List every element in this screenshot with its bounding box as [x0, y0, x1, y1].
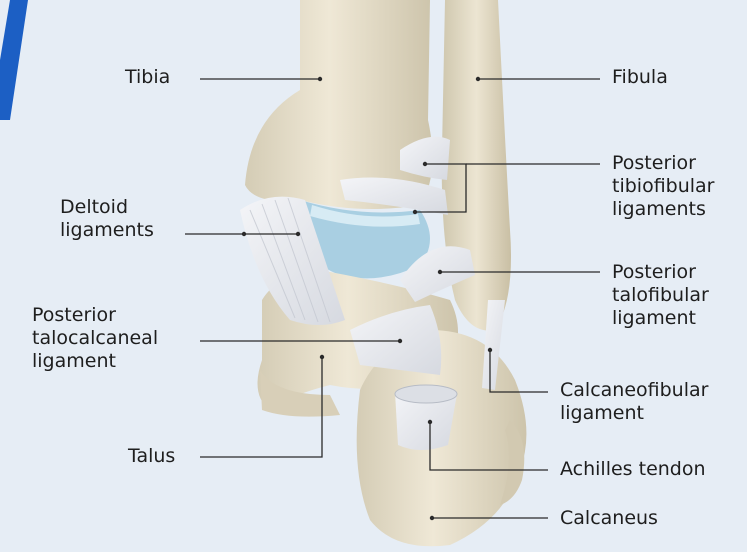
posterior-tibiofibular-fibers: [340, 178, 448, 215]
tibia-bone: [245, 0, 433, 209]
label-talus: Talus: [128, 445, 175, 468]
label-fibula: Fibula: [612, 66, 668, 89]
label-posterior-tibiofibular: Posterior tibiofibular ligaments: [612, 152, 715, 221]
label-calcaneofibular: Calcaneofibular ligament: [560, 379, 708, 425]
label-calcaneus: Calcaneus: [560, 507, 658, 530]
label-posterior-talocalcaneal: Posterior talocalcaneal ligament: [32, 304, 158, 373]
label-achilles: Achilles tendon: [560, 458, 706, 481]
label-posterior-talofibular: Posterior talofibular ligament: [612, 261, 709, 330]
label-tibia: Tibia: [125, 66, 170, 89]
label-deltoid: Deltoid ligaments: [60, 196, 154, 242]
